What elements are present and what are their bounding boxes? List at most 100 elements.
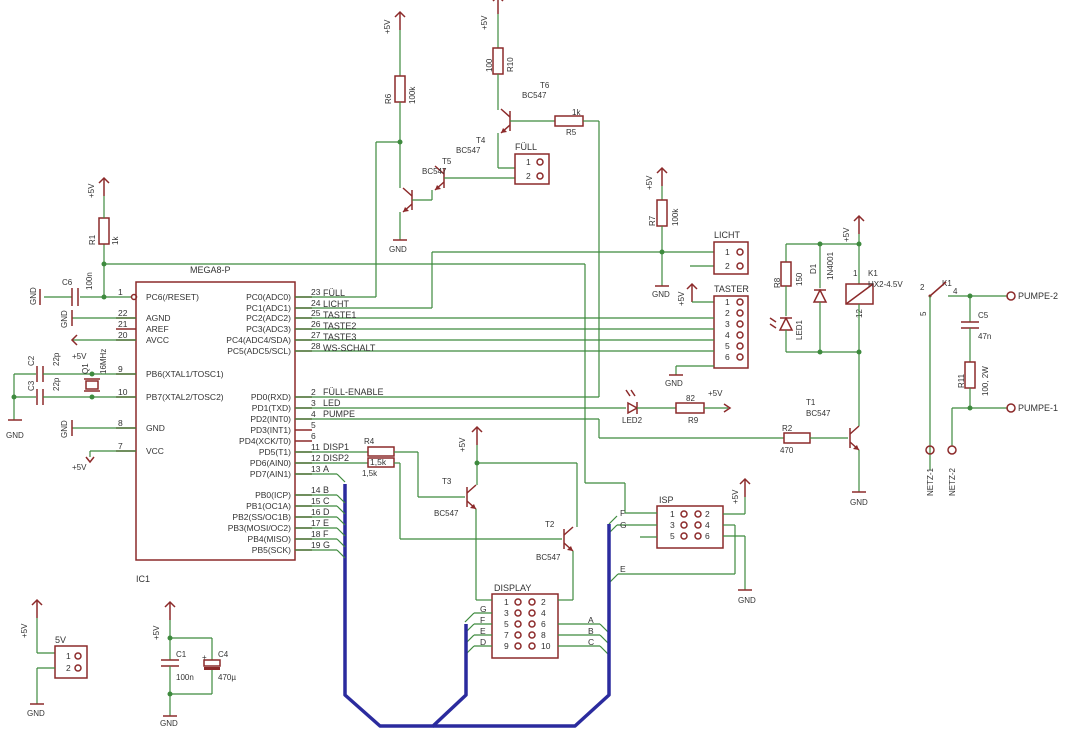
gnd-label: GND <box>652 290 670 299</box>
ic1-pin-number: 28 <box>311 341 321 351</box>
c3-value: 22p <box>52 377 61 391</box>
netz2-terminal: NETZ-2 <box>948 467 957 496</box>
t2-name: T2 <box>545 520 555 529</box>
ic1-pin-label: AGND <box>146 313 171 323</box>
ic1-pin-label: PC4(ADC4/SDA) <box>226 335 291 345</box>
pin-label: 9 <box>504 641 509 651</box>
vcc-label: +5V <box>731 489 740 504</box>
led2-circuit: LED2 82 R9 +5V <box>295 389 732 425</box>
c1-value: 100n <box>176 673 194 682</box>
t5-name: T5 <box>442 157 452 166</box>
ic1-pin-label: PC3(ADC3) <box>246 324 291 334</box>
pin-label: 4 <box>725 330 730 340</box>
c6-name: C6 <box>62 278 73 287</box>
crystal-circuit: GND C2 22p C3 22p +5V Q1 16MHz <box>6 349 136 440</box>
ic1-pin-label: AVCC <box>146 335 169 345</box>
ic1-pin-label: PC6(/RESET) <box>146 292 199 302</box>
pin-label: 1 <box>725 247 730 257</box>
pin-label: 2 <box>920 283 925 292</box>
ic1-pin-label: PD0(RXD) <box>251 392 291 402</box>
ic1-pin-number: 8 <box>118 418 123 428</box>
gnd-label: GND <box>389 245 407 254</box>
net-licht: LICHT <box>323 299 350 309</box>
netz1-terminal: NETZ-1 <box>926 467 935 496</box>
isp-connector-name: ISP <box>659 495 674 505</box>
c5-name: C5 <box>978 311 989 320</box>
r1-name: R1 <box>88 234 97 245</box>
t3-value: BC547 <box>434 509 459 518</box>
c4-name: C4 <box>218 650 229 659</box>
r2-resistor <box>783 432 811 444</box>
pin-label: 4 <box>705 520 710 530</box>
t6-name: T6 <box>540 81 550 90</box>
pin-label: 8 <box>541 630 546 640</box>
pin-label: 10 <box>541 641 551 651</box>
net-d: D <box>323 507 330 517</box>
ic1-pin-label: VCC <box>146 446 164 456</box>
net-f: F <box>480 615 485 625</box>
ic1-pin-label: PB4(MISO) <box>248 534 292 544</box>
r11-name: R11 <box>957 373 966 388</box>
k1-value: HX2-4.5V <box>868 280 903 289</box>
r8-resistor <box>780 261 792 287</box>
gnd-label: GND <box>738 596 756 605</box>
vcc-label: +5V <box>842 227 851 242</box>
net-taste3: TASTE3 <box>323 332 356 342</box>
q1-value: 16MHz <box>99 349 108 374</box>
pin-label: 1 <box>670 509 675 519</box>
relay-switch: K1 2 4 5 PUMPE-2 C5 47n R11 100, 2W PUMP… <box>919 279 1058 496</box>
pin-label: 2 <box>725 261 730 271</box>
pin-label: 6 <box>541 619 546 629</box>
c4-value: 470µ <box>218 673 236 682</box>
pin-label: 7 <box>504 630 509 640</box>
vcc-label: +5V <box>383 19 392 34</box>
ic1-pin-label: PB0(ICP) <box>255 490 291 500</box>
licht-circuit: +5V R7 100k GND LICHT 1 2 <box>295 167 749 309</box>
pin-label: 1 <box>66 651 71 661</box>
net-e: E <box>323 518 329 528</box>
ic1-pin-number: 11 <box>311 442 320 452</box>
r1-resistor <box>98 217 110 245</box>
net-c: C <box>323 496 330 506</box>
ic1-pin-label: AREF <box>146 324 169 334</box>
net-b: B <box>323 485 329 495</box>
ic1-pin-number: 18 <box>311 529 321 539</box>
t4-value: BC547 <box>456 146 481 155</box>
ic1-pin-number: 20 <box>118 330 128 340</box>
gnd-label: GND <box>60 420 69 438</box>
ic1-pin-label: GND <box>146 423 165 433</box>
ic1-pin-number: 15 <box>311 496 321 506</box>
led1-name: LED1 <box>795 319 804 340</box>
net-a: A <box>323 464 329 474</box>
r6-value: 100k <box>408 86 417 104</box>
ic1-pin-number: 6 <box>311 431 316 441</box>
c2-value: 22p <box>52 352 61 366</box>
pin-label: 1 <box>504 597 509 607</box>
pin-label: 4 <box>953 287 958 296</box>
ic1-pin-number: 7 <box>118 441 123 451</box>
pumpe2-terminal: PUMPE-2 <box>1018 291 1058 301</box>
ic1-pin-label: PD4(XCK/T0) <box>239 436 291 446</box>
ic1-pin-number: 27 <box>311 330 321 340</box>
vcc-label: +5V <box>152 625 161 640</box>
ic1-pin-label: PC5(ADC5/SCL) <box>227 346 291 356</box>
r7-resistor <box>656 199 668 227</box>
5v-connector-name: 5V <box>55 635 66 645</box>
ic1-pin-label: PB6(XTAL1/TOSC1) <box>146 369 224 379</box>
t5-value: BC547 <box>422 167 447 176</box>
pin-label: 3 <box>725 319 730 329</box>
pin-label: 6 <box>725 352 730 362</box>
ic1-pin-number: 21 <box>118 319 128 329</box>
net-e: E <box>480 626 486 636</box>
c6-value: 100n <box>85 272 94 290</box>
ic1-pin-label: PB3(MOSI/OC2) <box>228 523 291 533</box>
net-g: G <box>480 604 487 614</box>
fuell-driver: +5V R6 100k GND BC547 T5 <box>295 11 515 298</box>
net-pumpe: PUMPE <box>323 409 355 419</box>
ic1-pin-number: 1 <box>118 287 123 297</box>
net-e: E <box>620 564 626 574</box>
pin-label: 4 <box>541 608 546 618</box>
net-taste2: TASTE2 <box>323 321 356 331</box>
